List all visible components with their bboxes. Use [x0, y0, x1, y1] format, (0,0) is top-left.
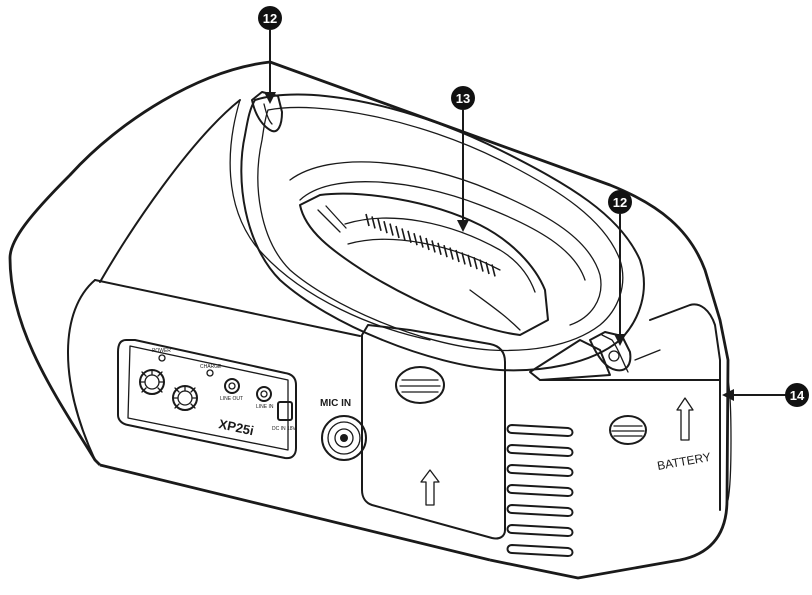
callout-13: 13	[451, 86, 475, 110]
microphone-grip-ribs	[365, 213, 496, 277]
callout-leaders	[264, 30, 790, 401]
line-out-jack[interactable]	[224, 378, 240, 394]
grip-rib	[467, 254, 472, 267]
grip-rib	[413, 233, 418, 246]
vent-slot	[506, 444, 574, 457]
mic-in-label: MIC IN	[320, 398, 351, 409]
side-vent-grille	[506, 424, 574, 557]
grip-rib	[491, 264, 496, 277]
charge-led-icon	[206, 369, 214, 377]
svg-text:13: 13	[456, 91, 470, 106]
grip-rib	[371, 216, 376, 229]
callout-12-right: 12	[608, 190, 632, 214]
svg-text:12: 12	[263, 11, 277, 26]
vent-slot	[506, 464, 574, 477]
line-in-label: LINE IN	[256, 404, 274, 410]
grip-rib	[461, 252, 466, 265]
grip-rib	[377, 218, 382, 231]
left-end-cap	[67, 279, 361, 461]
front-control-panel	[117, 339, 297, 460]
grip-rib	[449, 247, 454, 260]
front-battery-door	[361, 324, 506, 540]
volume-knob-right	[172, 385, 198, 411]
vent-slot	[506, 484, 574, 497]
grip-rib	[401, 228, 406, 241]
mic-in-jack[interactable]	[321, 415, 367, 461]
latch-top-left[interactable]	[251, 91, 283, 133]
grip-rib	[395, 225, 400, 239]
charge-label: CHARGE	[200, 364, 222, 370]
grip-rib	[479, 259, 484, 272]
grip-rib	[443, 245, 448, 258]
callout-14: 14	[785, 383, 809, 407]
latch-right[interactable]	[589, 331, 632, 372]
grip-rib	[407, 230, 412, 243]
power-label: POWER	[152, 348, 171, 354]
top-shoulder	[99, 99, 431, 341]
vent-slot	[506, 424, 574, 437]
grip-rib	[425, 237, 430, 251]
grip-rib	[485, 261, 490, 275]
line-out-label: LINE OUT	[220, 396, 243, 402]
grip-rib	[419, 235, 424, 248]
grip-rib	[383, 221, 388, 234]
grip-rib	[365, 213, 370, 227]
svg-text:12: 12	[613, 195, 627, 210]
grip-rib	[473, 257, 478, 270]
battery-label: BATTERY	[656, 450, 712, 473]
line-in-jack[interactable]	[256, 386, 272, 402]
right-side-strip	[727, 379, 732, 501]
svg-text:14: 14	[790, 388, 805, 403]
grip-rib	[455, 249, 460, 263]
volume-knob-left	[139, 369, 165, 395]
vent-slot	[506, 504, 574, 517]
grip-rib	[437, 242, 442, 255]
power-led-icon	[158, 354, 166, 362]
speaker-body	[8, 60, 730, 580]
vent-slot	[506, 524, 574, 537]
grip-rib	[389, 223, 394, 236]
callout-12-top: 12	[258, 6, 282, 30]
dc-in-label: DC IN 18V	[272, 426, 297, 432]
model-label: XP25i	[217, 416, 255, 438]
vent-slot	[506, 544, 574, 557]
handle-well	[240, 93, 645, 372]
grip-rib	[431, 240, 436, 253]
microphone-handle	[299, 192, 549, 336]
dc-in-socket[interactable]	[277, 401, 293, 421]
